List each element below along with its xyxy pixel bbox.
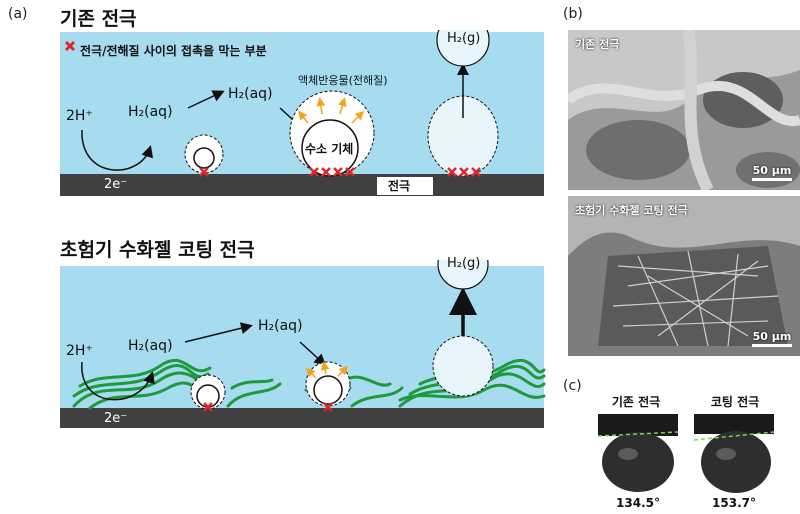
- h2aq-label-top-2: H₂(aq): [228, 86, 273, 102]
- diffusion-arrow-1: [187, 90, 225, 109]
- sem-caption-hydrogel: 초험기 수화젤 코팅 전극: [575, 204, 688, 217]
- droplet-image-coating: [694, 414, 774, 493]
- electrons-label-top: 2e⁻: [104, 177, 128, 192]
- small-bubble-inner-bottom: [196, 384, 220, 408]
- blocking-legend-text: 전극/전해질 사이의 접촉을 막는 부분: [80, 44, 267, 58]
- scalebar-top-label: 50 μm: [752, 164, 792, 177]
- h2g-label-bottom: H₂(g): [447, 256, 481, 271]
- electrode-label: 전극: [388, 179, 411, 193]
- electrons-label-bottom: 2e⁻: [104, 411, 128, 426]
- proton-label-bottom: 2H⁺: [66, 343, 93, 359]
- released-h2-bubble: [436, 30, 490, 67]
- h2aq-label-bottom-2: H₂(aq): [258, 318, 303, 334]
- electrode-label-box: [377, 177, 433, 195]
- sem-caption-conventional: 기존 전극: [575, 38, 620, 51]
- diffusion-arrow-bottom: [184, 322, 253, 343]
- orange-arrows-bottom: [305, 361, 349, 379]
- adsorption-arrow-bottom: [299, 341, 327, 367]
- contact-angle-title-conventional: 기존 전극: [611, 395, 661, 409]
- blocking-mark-bottom-2: [323, 402, 333, 412]
- released-h2-bubble-bottom: [437, 260, 489, 290]
- electrode-bar-bottom: [60, 408, 544, 428]
- medium-bubble-inner-bottom: [313, 375, 343, 405]
- sem-image-hydrogel: [568, 196, 800, 356]
- h2-gas-label: 수소 기체: [305, 142, 354, 156]
- large-bubble-bottom: [432, 335, 494, 397]
- orange-arrows: [298, 97, 365, 124]
- proton-label-top: 2H⁺: [66, 108, 93, 124]
- panel-label-b: (b): [563, 6, 583, 22]
- blocking-mark-legend-icon: [64, 40, 76, 52]
- sem-image-conventional: [568, 30, 800, 190]
- top-section-title: 기존 전극: [60, 8, 137, 30]
- blocking-marks-medium: [309, 167, 355, 177]
- blocking-marks-large: [447, 167, 481, 177]
- scalebar-top: 50 μm: [752, 164, 792, 181]
- electrolyte-label: 액체반응물(전해질): [298, 74, 388, 87]
- contact-angle-title-coating: 코팅 전극: [710, 395, 760, 409]
- scalebar-bottom-bar: [752, 344, 792, 347]
- contact-angle-value-coating: 153.7°: [712, 496, 756, 510]
- h2g-label-top: H₂(g): [447, 31, 481, 46]
- reaction-curve-arrow-bottom: [81, 361, 155, 401]
- blocking-mark-bottom-1: [203, 402, 213, 412]
- panel-label-a: (a): [8, 6, 28, 22]
- panel-label-c: (c): [563, 378, 582, 394]
- electrode-bar: [60, 174, 544, 196]
- hydrogel-electrode-diagram: [60, 260, 546, 428]
- scalebar-top-bar: [752, 178, 792, 181]
- scalebar-bottom: 50 μm: [752, 330, 792, 347]
- droplet-image-conventional: [598, 414, 678, 492]
- small-bubble-inner: [193, 147, 215, 169]
- conventional-electrode-diagram: [60, 30, 544, 196]
- h2aq-label-top-1: H₂(aq): [128, 104, 173, 120]
- blocking-mark-small: [199, 167, 209, 177]
- scalebar-bottom-label: 50 μm: [752, 330, 792, 343]
- reaction-curve-arrow: [81, 129, 154, 171]
- h2aq-label-bottom-1: H₂(aq): [128, 338, 173, 354]
- contact-angle-value-conventional: 134.5°: [616, 496, 660, 510]
- bottom-section-title: 초험기 수화젤 코팅 전극: [60, 239, 255, 261]
